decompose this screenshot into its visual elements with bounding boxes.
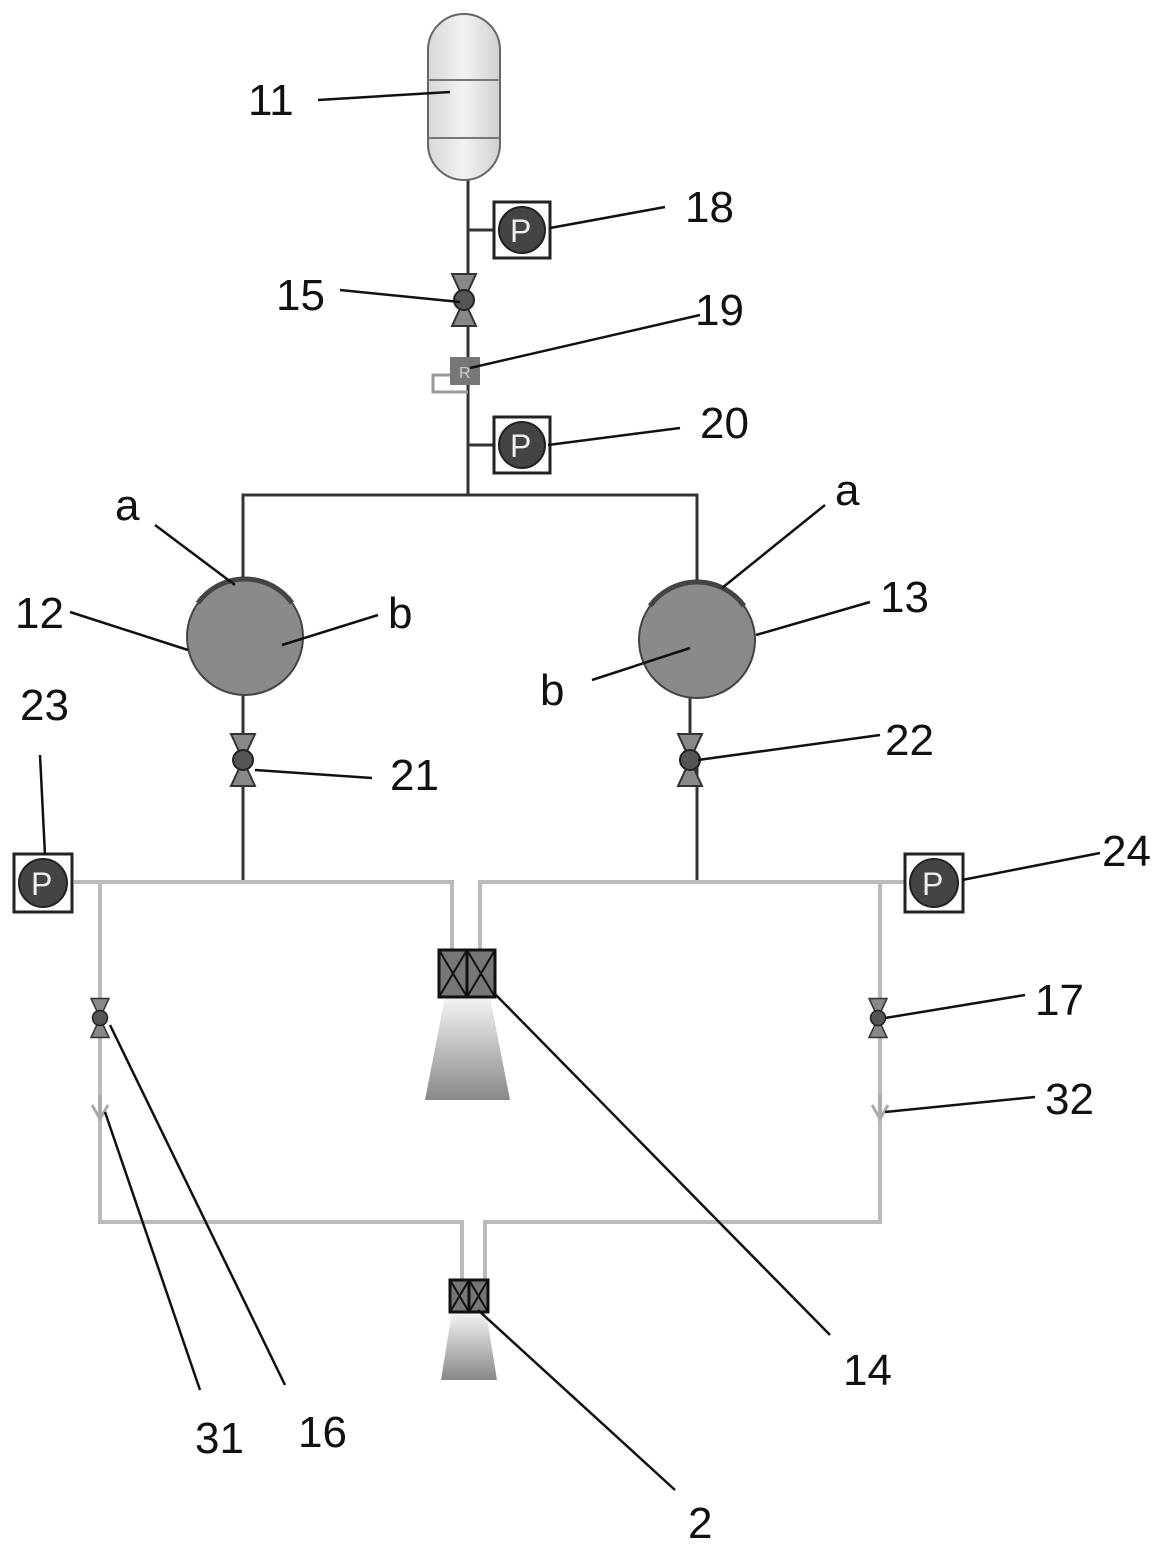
svg-text:P: P (922, 866, 943, 902)
label-14: 14 (843, 1346, 892, 1395)
svg-text:P: P (510, 213, 531, 249)
label-13: 13 (880, 573, 929, 622)
label-b-right: b (540, 666, 564, 715)
label-18: 18 (685, 183, 734, 232)
label-2: 2 (688, 1499, 712, 1548)
valve-15-icon (452, 274, 476, 326)
valve-16-icon (91, 999, 109, 1038)
label-17: 17 (1035, 976, 1084, 1025)
label-20: 20 (700, 399, 749, 448)
label-32: 32 (1045, 1075, 1094, 1124)
label-b-left: b (388, 589, 412, 638)
valve-21-icon (231, 734, 255, 786)
reference-labels: 11 18 15 19 20 a 12 b a 13 b 23 21 22 24… (15, 76, 1151, 1548)
label-15: 15 (276, 271, 325, 320)
pressure-gauge-24: P (905, 854, 963, 912)
pressure-gauge-20: P (494, 417, 550, 473)
label-11: 11 (248, 76, 294, 125)
propellant-tank-13 (639, 582, 755, 698)
thruster-2 (441, 1280, 497, 1380)
pipes (74, 178, 905, 1280)
label-21: 21 (390, 751, 439, 800)
svg-text:P: P (510, 428, 531, 464)
propellant-tank-12 (187, 579, 303, 695)
label-22: 22 (885, 716, 934, 765)
valve-17-icon (869, 999, 887, 1038)
label-a-left: a (115, 481, 140, 530)
leader-lines (40, 92, 1100, 1490)
pressurant-tank (428, 14, 500, 180)
label-31: 31 (195, 1414, 244, 1463)
label-16: 16 (298, 1408, 347, 1457)
thruster-14 (425, 950, 510, 1100)
label-19: 19 (695, 286, 744, 335)
label-12: 12 (15, 589, 64, 638)
check-valve-32-icon (872, 1095, 888, 1119)
svg-text:P: P (31, 866, 52, 902)
regulator-19: R (433, 357, 480, 392)
pressure-gauge-23: P (14, 854, 72, 912)
label-24: 24 (1102, 827, 1151, 876)
svg-text:R: R (459, 365, 471, 382)
label-a-right: a (835, 466, 860, 515)
pressure-gauge-18: P (494, 202, 550, 258)
label-23: 23 (20, 681, 69, 730)
